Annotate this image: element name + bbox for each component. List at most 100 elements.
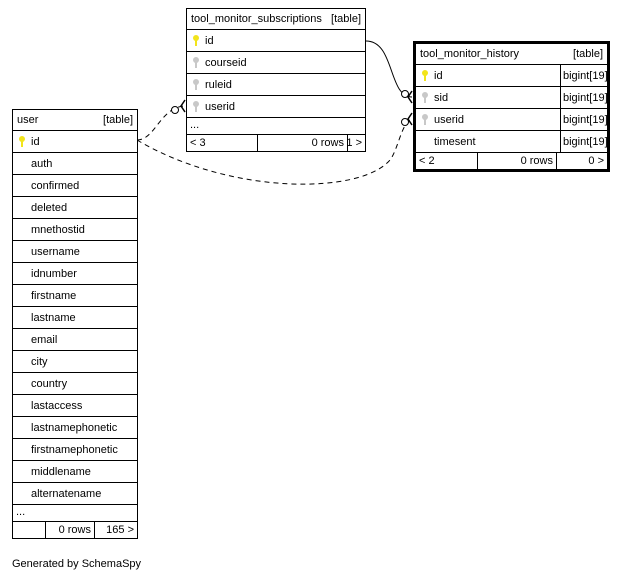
column-name: userid	[205, 101, 235, 113]
rel-optional-marker	[401, 90, 409, 98]
row-count: 0 rows	[520, 155, 553, 167]
column-row[interactable]: id	[13, 131, 137, 153]
rel-crowfoot	[407, 112, 413, 126]
children-link[interactable]: 165 >	[106, 524, 134, 536]
column-name: city	[31, 356, 48, 368]
table-footer: < 2 0 rows 0 >	[416, 153, 607, 169]
children-link[interactable]: 1 >	[346, 137, 362, 149]
column-row[interactable]: courseid	[187, 52, 365, 74]
rel-optional-marker	[401, 118, 409, 126]
primary-key-icon	[19, 136, 25, 147]
foreign-key-icon	[193, 57, 199, 68]
more-columns: ...	[13, 505, 137, 522]
column-name: lastaccess	[31, 400, 83, 412]
column-row[interactable]: confirmed	[13, 175, 137, 197]
column-name: ruleid	[205, 79, 232, 91]
table-header: user [table]	[13, 110, 137, 131]
column-name: mnethostid	[31, 224, 85, 236]
foreign-key-icon	[422, 92, 428, 103]
rel-user-history	[136, 118, 413, 185]
column-row[interactable]: username	[13, 241, 137, 263]
column-name: middlename	[31, 466, 91, 478]
column-name: id	[434, 70, 443, 82]
column-row[interactable]: country	[13, 373, 137, 395]
table-header: tool_monitor_history [table]	[416, 44, 607, 65]
column-row[interactable]: city	[13, 351, 137, 373]
table-name[interactable]: tool_monitor_subscriptions	[191, 13, 322, 25]
row-count: 0 rows	[311, 137, 344, 149]
column-row[interactable]: email	[13, 329, 137, 351]
children-link[interactable]: 0 >	[588, 155, 604, 167]
row-count: 0 rows	[58, 524, 91, 536]
column-name: alternatename	[31, 488, 102, 500]
more-indicator: ...	[16, 506, 26, 518]
foreign-key-icon	[193, 79, 199, 90]
column-name: firstname	[31, 290, 77, 302]
column-row[interactable]: userid	[187, 96, 365, 118]
column-row[interactable]: timesent bigint[19]	[416, 131, 608, 153]
column-type: bigint[19]	[560, 65, 608, 86]
column-row[interactable]: lastname	[13, 307, 137, 329]
foreign-key-icon	[422, 114, 428, 125]
table-user[interactable]: user [table] id auth confirmed deleted mneth…	[12, 109, 138, 539]
parents-link[interactable]: < 3	[190, 137, 206, 149]
column-row[interactable]: userid bigint[19]	[416, 109, 608, 131]
column-name: country	[31, 378, 68, 390]
column-row[interactable]: id bigint[19]	[416, 65, 608, 87]
foreign-key-icon	[193, 101, 199, 112]
column-row[interactable]: ruleid	[187, 74, 365, 96]
column-row[interactable]: auth	[13, 153, 137, 175]
table-tool-monitor-history[interactable]: tool_monitor_history [table] id bigint[1…	[413, 41, 610, 172]
column-name: lastnamephonetic	[31, 422, 118, 434]
column-name: lastname	[31, 312, 76, 324]
column-name: confirmed	[31, 180, 80, 192]
column-name: courseid	[205, 57, 247, 69]
table-kind: [table]	[331, 13, 361, 25]
column-row[interactable]: middlename	[13, 461, 137, 483]
column-row[interactable]: firstname	[13, 285, 137, 307]
column-name: firstnamephonetic	[31, 444, 118, 456]
column-name: id	[31, 136, 40, 148]
column-name: deleted	[31, 202, 68, 214]
column-row[interactable]: lastaccess	[13, 395, 137, 417]
more-columns: ...	[187, 118, 365, 135]
column-row[interactable]: sid bigint[19]	[416, 87, 608, 109]
column-row[interactable]: idnumber	[13, 263, 137, 285]
column-name: timesent	[434, 136, 476, 148]
column-row[interactable]: mnethostid	[13, 219, 137, 241]
table-header: tool_monitor_subscriptions [table]	[187, 9, 365, 30]
primary-key-icon	[422, 70, 428, 81]
column-name: idnumber	[31, 268, 77, 280]
generator-credit: Generated by SchemaSpy	[12, 558, 142, 570]
column-name: userid	[434, 114, 464, 126]
column-name: email	[31, 334, 58, 346]
column-row[interactable]: deleted	[13, 197, 137, 219]
rel-user-subscriptions	[136, 105, 185, 141]
parents-link[interactable]: < 2	[419, 155, 435, 167]
table-footer: 0 rows 165 >	[13, 522, 137, 538]
rel-subscriptions-history	[365, 40, 413, 98]
column-type: bigint[19]	[560, 87, 608, 108]
more-indicator: ...	[190, 119, 200, 131]
table-name[interactable]: user	[17, 114, 39, 126]
column-name: sid	[434, 92, 449, 104]
table-kind: [table]	[103, 114, 133, 126]
column-type: bigint[19]	[560, 131, 608, 152]
table-tool-monitor-subscriptions[interactable]: tool_monitor_subscriptions [table] id co…	[186, 8, 366, 152]
column-row[interactable]: alternatename	[13, 483, 137, 505]
rel-optional-marker	[171, 106, 179, 114]
column-row[interactable]: id	[187, 30, 365, 52]
column-name: auth	[31, 158, 53, 170]
column-name: id	[205, 35, 214, 47]
column-row[interactable]: lastnamephonetic	[13, 417, 137, 439]
rel-crowfoot	[180, 99, 186, 113]
column-type: bigint[19]	[560, 109, 608, 130]
table-name[interactable]: tool_monitor_history	[420, 48, 520, 60]
column-name: username	[31, 246, 80, 258]
rel-crowfoot	[407, 90, 413, 104]
primary-key-icon	[193, 35, 199, 46]
table-footer: < 3 0 rows 1 >	[187, 135, 365, 151]
table-kind: [table]	[573, 48, 603, 60]
column-row[interactable]: firstnamephonetic	[13, 439, 137, 461]
